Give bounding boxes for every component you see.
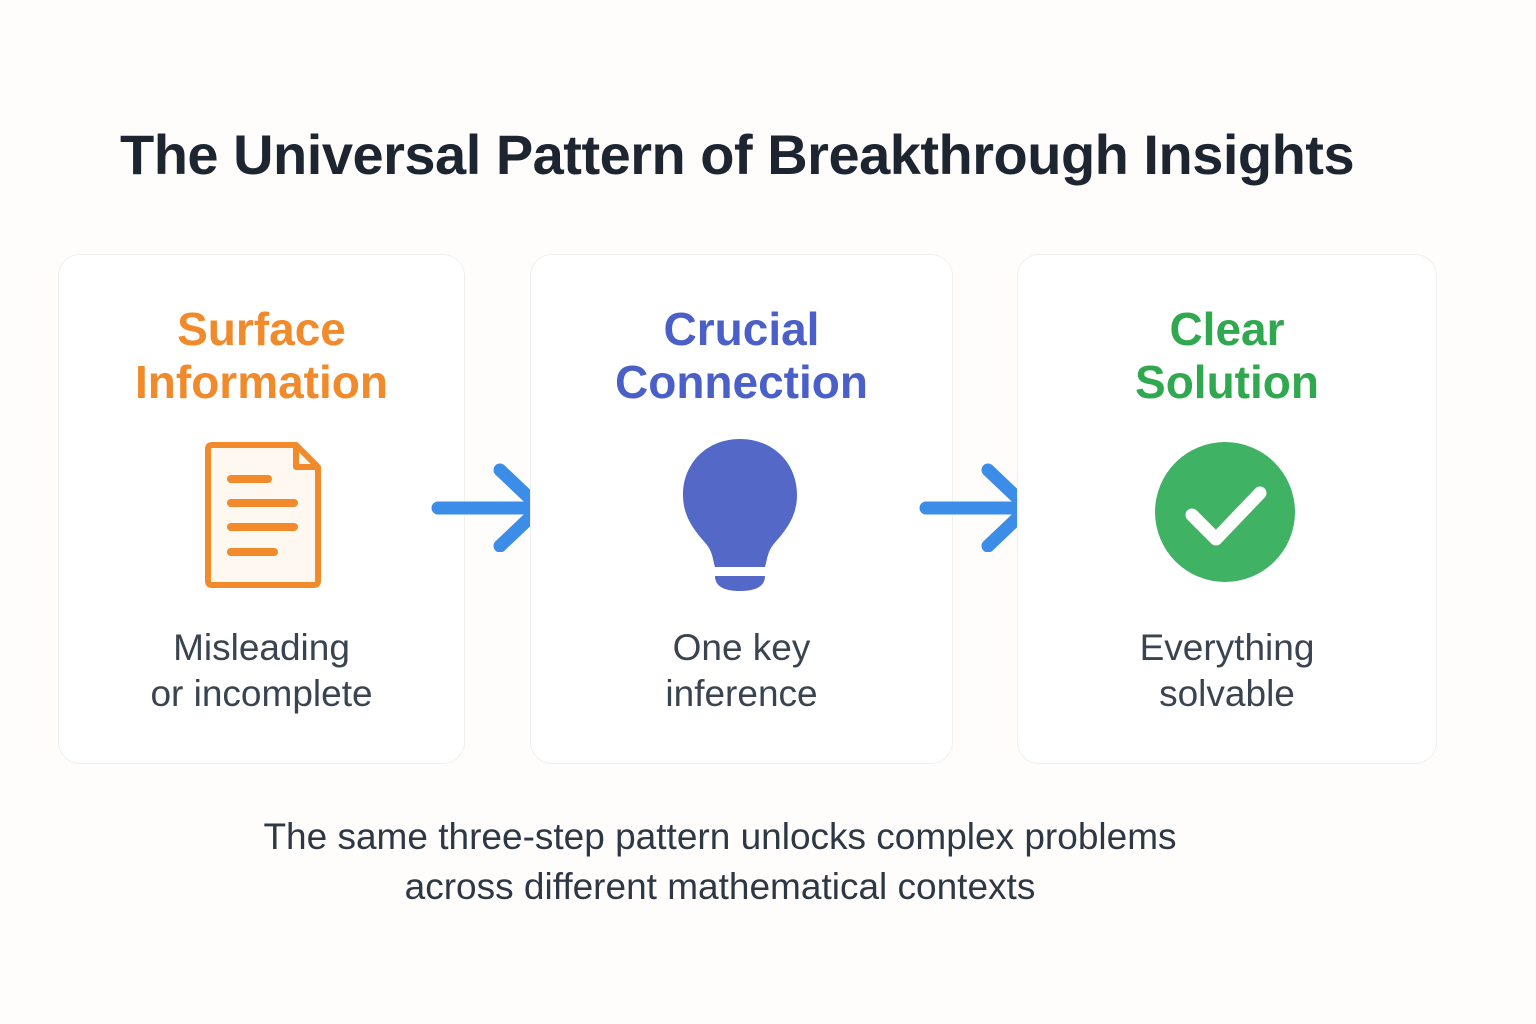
step-description: Everything solvable xyxy=(1018,625,1436,717)
caption-line: across different mathematical contexts xyxy=(404,866,1036,907)
checkmark-circle-icon xyxy=(1155,442,1295,582)
step-card-clear-solution: Clear Solution Everything solvable xyxy=(1017,254,1437,764)
heading-line: Crucial xyxy=(663,303,820,355)
description-line: solvable xyxy=(1159,673,1295,714)
footer-caption: The same three-step pattern unlocks comp… xyxy=(0,812,1440,912)
step-card-crucial-connection: Crucial Connection One key inference xyxy=(530,254,953,764)
step-description: Misleading or incomplete xyxy=(59,625,464,717)
lightbulb-icon xyxy=(683,439,797,591)
step-description: One key inference xyxy=(531,625,952,717)
description-line: inference xyxy=(665,673,818,714)
heading-line: Information xyxy=(135,356,388,408)
heading-line: Surface xyxy=(177,303,346,355)
step-heading: Clear Solution xyxy=(1018,303,1436,409)
heading-line: Clear xyxy=(1169,303,1285,355)
description-line: Everything xyxy=(1139,627,1315,668)
step-heading: Surface Information xyxy=(59,303,464,409)
description-line: Misleading xyxy=(173,627,350,668)
caption-line: The same three-step pattern unlocks comp… xyxy=(263,816,1177,857)
heading-line: Solution xyxy=(1135,356,1319,408)
description-line: One key xyxy=(672,627,811,668)
page-title: The Universal Pattern of Breakthrough In… xyxy=(120,123,1355,186)
document-icon xyxy=(205,442,321,588)
heading-line: Connection xyxy=(615,356,868,408)
description-line: or incomplete xyxy=(150,673,373,714)
step-heading: Crucial Connection xyxy=(531,303,952,409)
step-card-surface-information: Surface Information Misleading or incomp… xyxy=(58,254,465,764)
